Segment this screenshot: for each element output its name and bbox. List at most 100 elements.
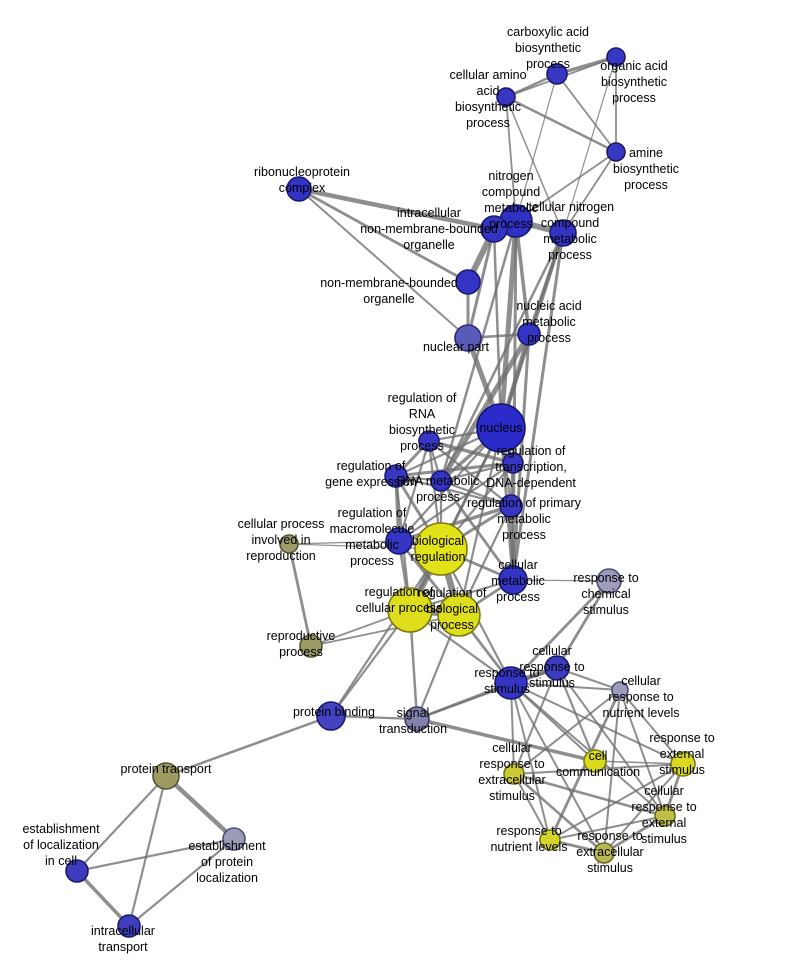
node-cellular-response-to-nutrient-levels[interactable] [611,681,629,699]
edge-regulation-of-gene-expression--regulation-of-primary-metabolic-process [394,474,513,508]
edge-amine-biosynthetic-process--cellular-nitrogen-compound-metabolic-process [562,151,617,234]
label-cellular-response-to-extracellular-stimulus-line-2: extracellular [478,773,545,787]
node-amine-biosynthetic-process[interactable] [606,142,626,162]
label-regulation-of-biological-process-line-2: process [430,618,474,632]
node-regulation-of-macromolecule-metabolic-process[interactable] [385,527,413,555]
node-cellular-response-to-extracellular-stimulus[interactable] [503,763,525,785]
edge-response-to-external-stimulus--cellular-response-to-nutrient-levels [619,689,684,765]
edge-response-to-stimulus--cellular-response-to-external-stimulus [510,682,666,817]
node-cellular-metabolic-process[interactable] [498,565,528,595]
node-ribonucleoprotein-complex[interactable] [286,176,312,202]
edge-establishment-of-localization-in-cell--intracellular-transport [75,869,131,928]
label-cellular-response-to-extracellular-stimulus-line-3: stimulus [489,789,535,803]
label-regulation-of-gene-expression-line-1: gene expression [325,475,417,489]
label-intracellular-transport-line-0: intracellular [91,924,155,938]
node-protein-binding[interactable] [316,701,346,731]
node-signal-transduction[interactable] [404,706,430,732]
label-nitrogen-compound-metabolic-process-line-2: metabolic [484,201,538,215]
edge-protein-transport--intracellular-transport [127,774,168,928]
label-amine-biosynthetic-process-line-1: biosynthetic [613,162,679,176]
node-regulation-of-primary-metabolic-process[interactable] [499,494,523,518]
node-cellular-amino-acid-biosynthetic-process[interactable] [496,87,516,107]
edge-protein-transport--establishment-of-protein-localization [163,773,237,842]
label-regulation-of-biological-process-line-0: regulation of [418,586,487,600]
label-response-to-chemical-stimulus-line-1: chemical [581,587,630,601]
edge-amine-biosynthetic-process--nitrogen-compound-metabolic-process [515,151,617,222]
label-regulation-of-macromolecule-metabolic-process-line-2: metabolic [345,538,399,552]
edge-cellular-process-involved-in-reproduction--reproductive-process [287,542,313,648]
label-cellular-amino-acid-biosynthetic-process-line-3: process [466,116,510,130]
node-nucleic-acid-metabolic-process[interactable] [517,322,541,346]
node-cellular-response-to-stimulus[interactable] [544,655,570,681]
node-response-to-stimulus[interactable] [494,666,528,700]
node-protein-transport[interactable] [152,762,180,790]
edge-nitrogen-compound-metabolic-process--cellular-metabolic-process [511,219,518,582]
label-nuclear-part-line-0: nuclear part [423,340,490,354]
node-establishment-of-protein-localization[interactable] [222,827,246,851]
label-intracellular-transport-line-1: transport [98,940,148,954]
label-response-to-extracellular-stimulus-line-0: response to [577,829,642,843]
node-non-membrane-bounded-organelle[interactable] [455,269,481,295]
node-cellular-response-to-external-stimulus[interactable] [654,805,676,827]
node-cell-communication[interactable] [583,749,607,773]
label-biological-regulation-line-1: regulation [411,550,466,564]
label-nitrogen-compound-metabolic-process-line-0: nitrogen [488,169,533,183]
label-response-to-stimulus-line-1: stimulus [484,682,530,696]
node-regulation-of-rna-biosynthetic-process[interactable] [418,430,440,452]
node-reproductive-process[interactable] [299,634,323,658]
node-regulation-of-cellular-process[interactable] [387,587,433,633]
edge-response-to-extracellular-stimulus--cellular-response-to-extracellular-stimulus [512,772,606,855]
edge-response-to-stimulus--response-to-extracellular-stimulus [510,682,605,854]
node-biological-regulation[interactable] [414,522,468,576]
edge-cellular-process-involved-in-reproduction--regulation-of-macromolecule-metabolic-process [288,540,400,545]
edge-response-to-stimulus--cellular-response-to-nutrient-levels [510,682,621,691]
label-response-to-external-stimulus-line-2: stimulus [659,763,705,777]
node-regulation-of-transcription-dna-dependent[interactable] [502,452,524,474]
node-establishment-of-localization-in-cell[interactable] [65,859,89,883]
label-nitrogen-compound-metabolic-process-line-3: process [489,217,533,231]
label-response-to-nutrient-levels-line-0: response to [496,824,561,838]
label-cellular-amino-acid-biosynthetic-process-line-0: cellular amino [449,68,526,82]
edge-organic-acid-biosynthetic-process--cellular-nitrogen-compound-metabolic-process [562,56,617,234]
node-carboxylic-acid-biosynthetic-process[interactable] [546,63,568,85]
edge-response-to-chemical-stimulus--cellular-metabolic-process [512,579,610,582]
label-cellular-response-to-nutrient-levels-line-2: nutrient levels [602,706,679,720]
node-response-to-nutrient-levels[interactable] [539,829,561,851]
node-nucleus[interactable] [476,403,526,453]
node-regulation-of-biological-process[interactable] [437,593,481,637]
label-cellular-response-to-extracellular-stimulus-line-1: response to [479,757,544,771]
edge-cellular-amino-acid-biosynthetic-process--cellular-nitrogen-compound-metabolic-process [505,96,564,234]
label-rna-metabolic-process-line-0: RNA metabolic [397,474,480,488]
label-response-to-nutrient-levels-line-1: nutrient levels [490,840,567,854]
edge-signal-transduction--cell-communication [415,717,597,763]
label-protein-transport-line-0: protein transport [120,762,212,776]
edge-response-to-external-stimulus--response-to-extracellular-stimulus [603,763,684,854]
node-intracellular-transport[interactable] [117,914,141,938]
edge-response-to-extracellular-stimulus--cellular-response-to-nutrient-levels [603,689,621,854]
node-rna-metabolic-process[interactable] [430,470,452,492]
node-nuclear-part[interactable] [454,324,482,352]
label-response-to-chemical-stimulus-line-0: response to [573,571,638,585]
node-layer [65,47,696,938]
label-nucleic-acid-metabolic-process-line-2: process [527,331,571,345]
node-response-to-external-stimulus[interactable] [670,751,696,777]
edge-nitrogen-compound-metabolic-process--nucleic-acid-metabolic-process [514,219,531,336]
node-regulation-of-gene-expression[interactable] [384,464,408,488]
node-response-to-extracellular-stimulus[interactable] [593,842,615,864]
label-regulation-of-cellular-process-line-1: cellular process [356,601,443,615]
edge-rna-metabolic-process--cellular-nitrogen-compound-metabolic-process [439,231,565,483]
node-response-to-chemical-stimulus[interactable] [596,568,622,594]
node-cellular-process-involved-in-reproduction[interactable] [279,534,299,554]
edge-cellular-amino-acid-biosynthetic-process--amine-biosynthetic-process [504,95,618,154]
label-organic-acid-biosynthetic-process-line-1: biosynthetic [601,75,667,89]
edge-ribonucleoprotein-complex--nuclear-part [298,188,469,339]
label-carboxylic-acid-biosynthetic-process-line-2: process [526,57,570,71]
label-cell-communication-line-0: cell [589,749,608,763]
label-cellular-response-to-external-stimulus-line-1: response to [631,800,696,814]
node-organic-acid-biosynthetic-process[interactable] [606,47,626,67]
node-cellular-nitrogen-compound-metabolic-process[interactable] [549,219,577,247]
label-cellular-amino-acid-biosynthetic-process-line-2: biosynthetic [455,100,521,114]
node-intracellular-non-membrane-bounded-organelle[interactable] [480,215,508,243]
